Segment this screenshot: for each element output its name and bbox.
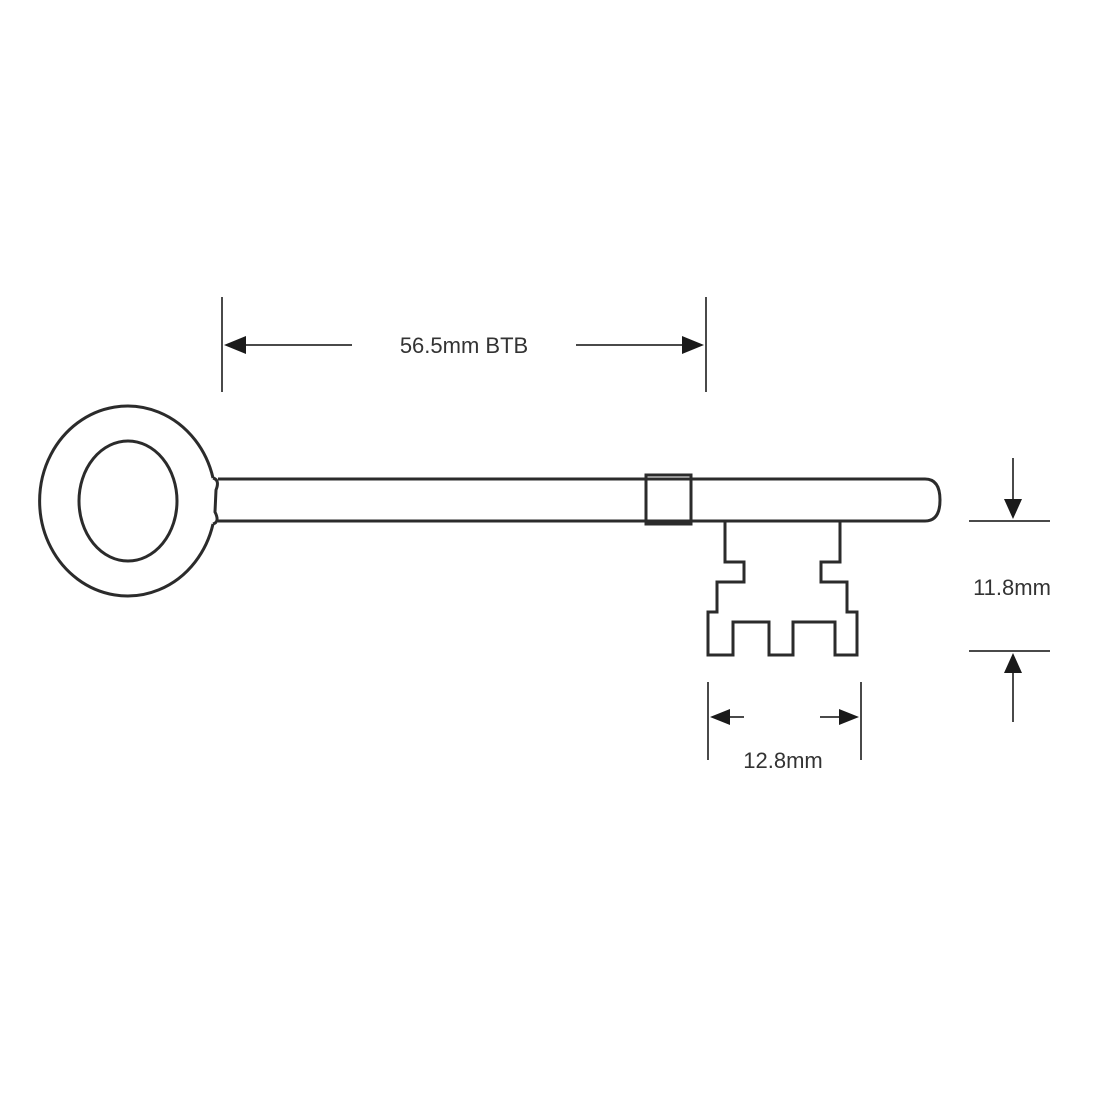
key-bow [38, 404, 219, 598]
arrow-up-icon [1004, 653, 1022, 673]
arrow-left-icon [224, 336, 246, 354]
bit-height-label: 11.8mm [973, 575, 1051, 600]
dimension-bit-height: 11.8mm [969, 458, 1051, 722]
btb-label: 56.5mm BTB [400, 333, 528, 358]
arrow-right-icon [839, 709, 859, 725]
arrow-right-icon [682, 336, 704, 354]
arrow-down-icon [1004, 499, 1022, 519]
key-shank [218, 477, 942, 523]
bow-inner-hole [77, 439, 179, 563]
dimension-btb: 56.5mm BTB [221, 297, 707, 392]
dimension-bit-width: 12.8mm [707, 682, 862, 773]
shank-tip [924, 477, 942, 523]
bow-outer-ring [38, 404, 215, 598]
bit-width-label: 12.8mm [743, 748, 822, 773]
bow-shank-joint [212, 476, 219, 526]
key-bit [706, 521, 859, 657]
key-collar [644, 473, 693, 526]
arrow-left-icon [710, 709, 730, 725]
